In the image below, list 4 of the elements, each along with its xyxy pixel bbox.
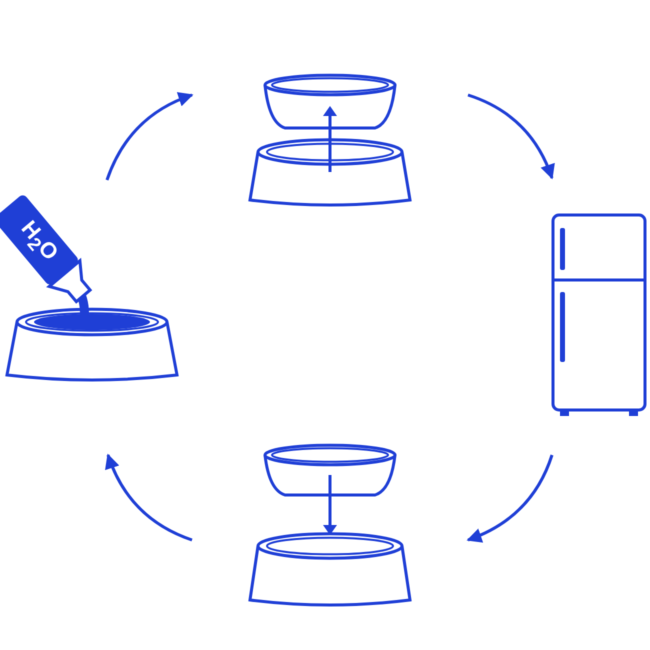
arrow (466, 454, 554, 542)
arrow (106, 92, 194, 181)
arrow (468, 94, 554, 180)
arrow (106, 454, 193, 542)
